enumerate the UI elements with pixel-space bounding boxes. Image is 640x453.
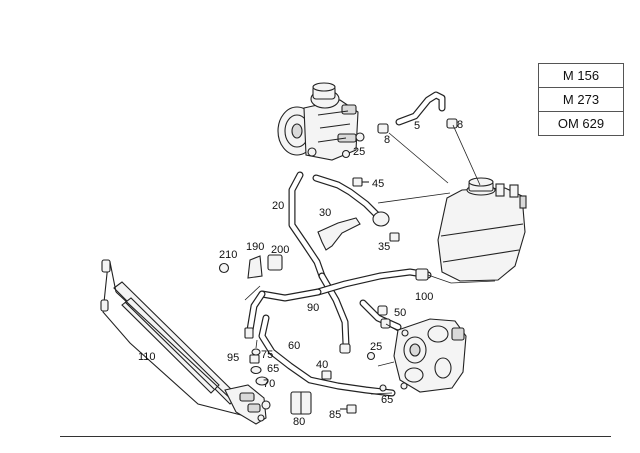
callout-65: 65	[381, 394, 393, 406]
callout-110: 110	[138, 351, 156, 363]
small-parts	[218, 118, 458, 415]
callout-20: 20	[272, 200, 284, 212]
callout-25: 25	[370, 341, 382, 353]
callout-8: 8	[457, 119, 463, 131]
callout-200: 200	[271, 244, 289, 256]
callout-65: 65	[267, 363, 279, 375]
leader-lines	[244, 124, 496, 395]
oil-cooler	[100, 259, 271, 425]
callout-75: 75	[261, 349, 273, 361]
steering-gear	[393, 318, 467, 393]
callout-50: 50	[394, 307, 406, 319]
callout-70: 70	[263, 378, 275, 390]
callout-95: 95	[227, 352, 239, 364]
engine-variant-table: M 156 M 273 OM 629	[538, 63, 624, 136]
engine-variant: OM 629	[538, 111, 624, 136]
callout-8: 8	[384, 134, 390, 146]
bottom-divider	[60, 436, 611, 437]
callout-45: 45	[372, 178, 384, 190]
callout-5: 5	[414, 120, 420, 132]
callout-60: 60	[288, 340, 300, 352]
callout-30: 30	[319, 207, 331, 219]
callout-80: 80	[293, 416, 305, 428]
callout-40: 40	[316, 359, 328, 371]
fluid-reservoir	[437, 177, 527, 282]
engine-variant: M 156	[538, 63, 624, 88]
callout-100: 100	[415, 291, 433, 303]
callout-85: 85	[329, 409, 341, 421]
callout-25: 25	[353, 146, 365, 158]
callout-35: 35	[378, 241, 390, 253]
engine-variant: M 273	[538, 87, 624, 112]
power-steering-pump	[277, 82, 359, 161]
callout-labels: 5 8 8 25 45 20 30 35 210 190 200 100 90 …	[138, 119, 463, 428]
callout-90: 90	[307, 302, 319, 314]
callout-210: 210	[219, 249, 237, 261]
callout-190: 190	[246, 241, 264, 253]
